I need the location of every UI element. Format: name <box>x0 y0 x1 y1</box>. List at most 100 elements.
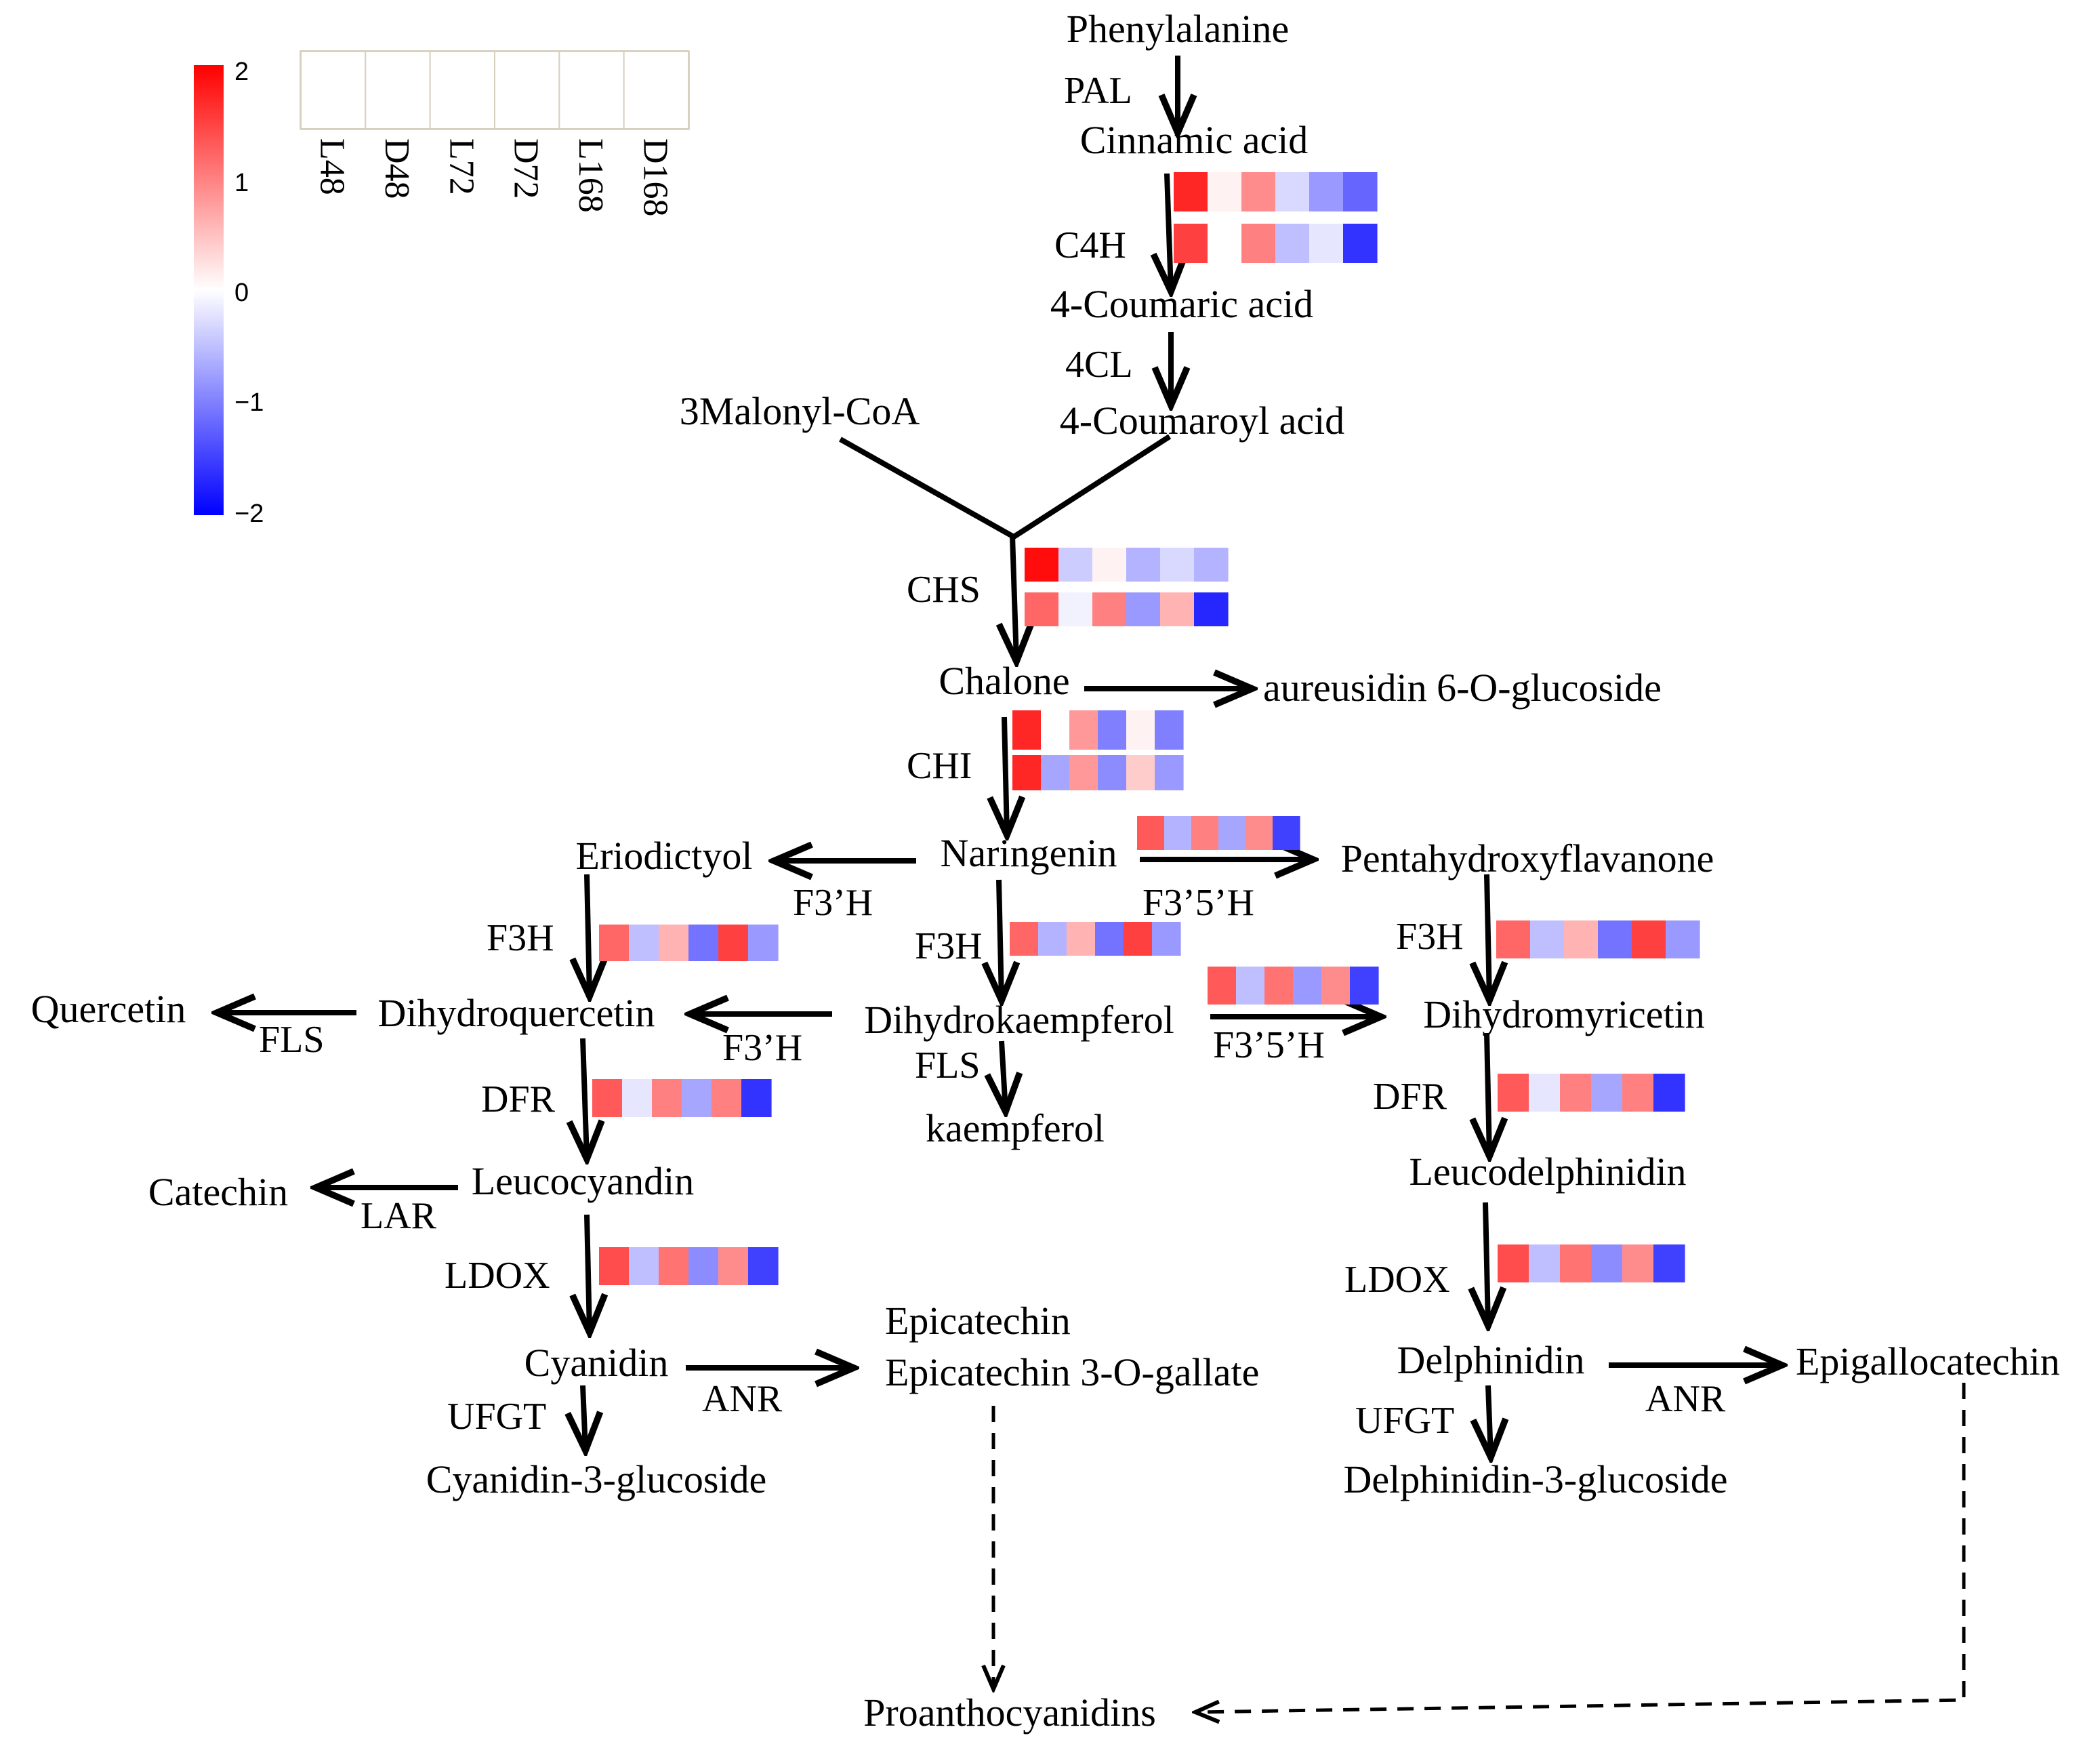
compound-dihydromyricetin: Dihydromyricetin <box>1423 992 1705 1036</box>
enzyme-c4h: C4H <box>1054 224 1126 266</box>
heatmap-strip-ldox-right <box>1498 1244 1685 1282</box>
heatmap-cell <box>1155 755 1184 790</box>
heatmap-cell <box>1293 967 1322 1005</box>
heatmap-cell <box>1155 710 1184 750</box>
heatmap-cell <box>1241 172 1276 211</box>
compound-4-coumaric-acid: 4-Coumaric acid <box>1050 282 1313 326</box>
sample-key-cells <box>300 51 690 129</box>
compound-cinnamic-acid: Cinnamic acid <box>1080 118 1309 162</box>
heatmap-cell <box>1530 920 1565 958</box>
heatmap-cell <box>1529 1074 1561 1112</box>
enzyme-dfr-right: DFR <box>1373 1076 1447 1118</box>
dashed-arrow-epigallocatechin <box>1195 1383 1966 1712</box>
heatmap-cell <box>718 925 749 961</box>
heatmap-cell <box>1098 710 1127 750</box>
compound-leucocyandin: Leucocyandin <box>472 1159 695 1203</box>
heatmap-cell <box>1095 922 1124 956</box>
sample-key-cell <box>300 51 367 129</box>
heatmap-cell <box>1025 592 1059 626</box>
compound-eriodictyol: Eriodictyol <box>576 834 753 878</box>
heatmap-cell <box>1622 1074 1654 1112</box>
sample-label-d48: D48 <box>377 138 416 199</box>
heatmap-cell <box>1038 922 1067 956</box>
enzyme-f3h-mid: F3H <box>915 925 983 967</box>
sample-label-l168: L168 <box>571 138 610 213</box>
arrow-chs <box>1012 535 1016 662</box>
heatmap-cell <box>1012 710 1042 750</box>
heatmap-cell <box>592 1079 623 1117</box>
compound-delphinidin-3-glucoside: Delphinidin-3-glucoside <box>1343 1457 1727 1501</box>
heatmap-strip-chi-1 <box>1012 710 1184 750</box>
heatmap-cell <box>1124 922 1153 956</box>
sample-key-cell <box>365 51 431 129</box>
heatmap-cell <box>599 1247 630 1285</box>
heatmap-cell <box>1041 755 1070 790</box>
heatmap-strip-chs-2 <box>1025 592 1229 626</box>
heatmap-cell <box>1273 816 1300 850</box>
heatmap-strip-dfr-left <box>592 1079 772 1117</box>
sample-key-cell <box>623 51 690 129</box>
heatmap-strip-ldox-left <box>599 1247 779 1285</box>
heatmap-strip-chs-1 <box>1025 548 1229 582</box>
heatmap-cell <box>1092 548 1127 582</box>
heatmap-cell <box>1564 920 1599 958</box>
heatmap-cell <box>1164 816 1192 850</box>
heatmap-cell <box>1529 1244 1561 1282</box>
heatmap-cell <box>1208 172 1242 211</box>
heatmap-cell <box>712 1079 742 1117</box>
compound-dihydroquercetin: Dihydroquercetin <box>377 991 655 1035</box>
color-scale-bar <box>194 65 224 515</box>
arrow-ldox-left <box>587 1214 590 1333</box>
heatmap-strip-c4h-2 <box>1174 224 1378 263</box>
compound-3malonyl-coa: 3Malonyl-CoA <box>680 389 920 433</box>
expression-heatmaps <box>592 172 1700 1285</box>
enzyme-f3h-prime-bottom: F3’H <box>722 1027 802 1069</box>
heatmap-strip-f3h-left <box>599 925 779 961</box>
heatmap-cell <box>1152 922 1181 956</box>
heatmap-cell <box>1126 548 1161 582</box>
compound-delphinidin: Delphinidin <box>1397 1338 1584 1382</box>
heatmap-cell <box>741 1079 772 1117</box>
heatmap-cell <box>688 925 719 961</box>
heatmap-cell <box>1264 967 1294 1005</box>
heatmap-cell <box>1653 1244 1685 1282</box>
heatmap-cell <box>748 925 779 961</box>
arrow-f3h-right <box>1487 874 1489 1000</box>
heatmap-cell <box>629 1247 659 1285</box>
sample-key-cell <box>558 51 625 129</box>
compound-cyanidin-3-glucoside: Cyanidin-3-glucoside <box>426 1457 767 1501</box>
heatmap-cell <box>1160 548 1195 582</box>
arrow-f3h-left <box>587 874 590 996</box>
enzyme-ldox-right: LDOX <box>1344 1259 1450 1301</box>
heatmap-cell <box>1092 592 1127 626</box>
arrow-ufgt-left <box>583 1385 585 1451</box>
heatmap-cell <box>718 1247 749 1285</box>
heatmap-cell <box>1309 172 1344 211</box>
enzyme-labels: PAL C4H 4CL CHS CHI F3’H F3’5’H F3H F3H … <box>259 70 1726 1442</box>
enzyme-ldox-left: LDOX <box>445 1255 550 1297</box>
heatmap-cell <box>1598 920 1632 958</box>
compound-naringenin: Naringenin <box>941 831 1117 875</box>
heatmap-cell <box>1126 592 1161 626</box>
heatmap-cell <box>688 1247 719 1285</box>
compound-phenylalanine: Phenylalanine <box>1067 7 1290 51</box>
legend-tick-minus-1: −1 <box>234 388 264 417</box>
compound-labels: Phenylalanine Cinnamic acid 4-Coumaric a… <box>31 7 2060 1735</box>
heatmap-cell <box>1245 816 1273 850</box>
heatmap-cell <box>652 1079 682 1117</box>
heatmap-cell <box>1321 967 1351 1005</box>
heatmap-cell <box>1194 548 1229 582</box>
legend-tick-minus-2: −2 <box>234 500 264 528</box>
heatmap-cell <box>599 925 630 961</box>
compound-4-coumaroyl-acid: 4-Coumaroyl acid <box>1060 399 1344 443</box>
line-coumaroyl <box>1012 434 1172 540</box>
heatmap-strip-f35h-2 <box>1208 967 1379 1005</box>
heatmap-cell <box>1309 224 1344 263</box>
heatmap-cell <box>1236 967 1265 1005</box>
enzyme-f3h-right: F3H <box>1396 916 1464 958</box>
heatmap-cell <box>1126 755 1155 790</box>
enzyme-4cl: 4CL <box>1065 344 1133 386</box>
heatmap-cell <box>1498 1074 1529 1112</box>
